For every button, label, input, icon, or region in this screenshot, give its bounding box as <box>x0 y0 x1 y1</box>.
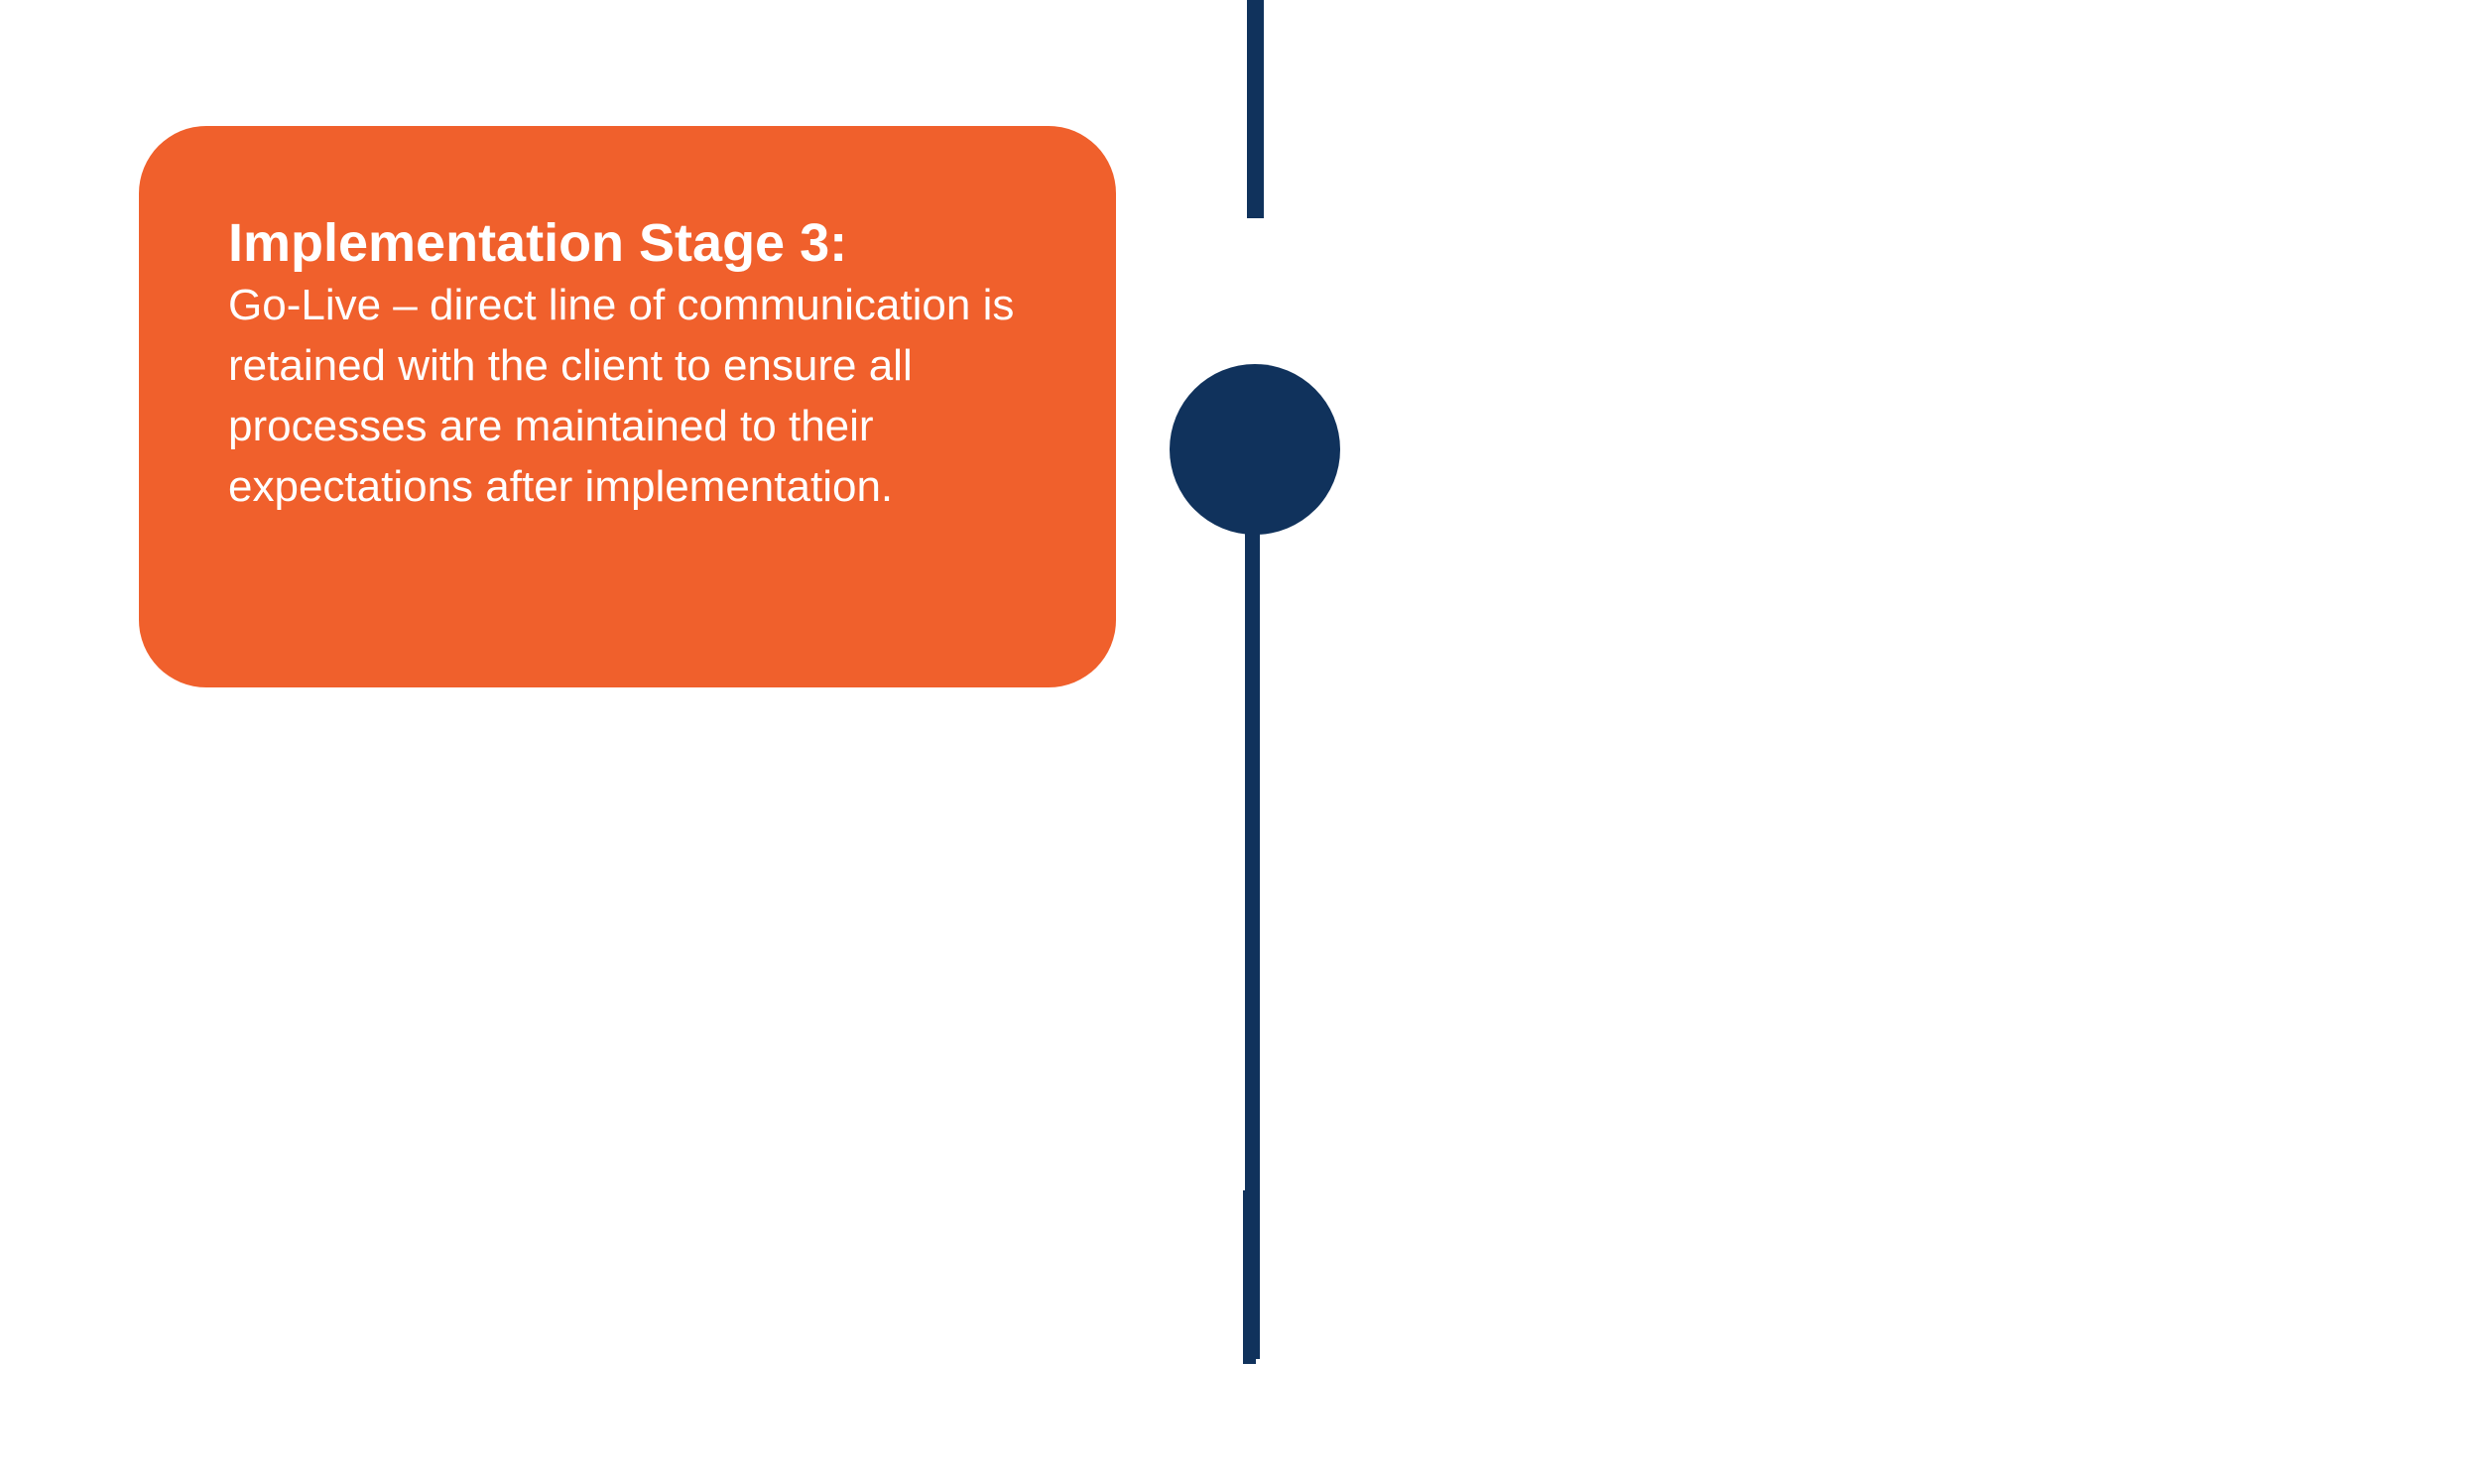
stage-description: Go-Live – direct line of communication i… <box>228 281 1015 511</box>
timeline-line-top <box>1247 0 1264 218</box>
timeline-line-tail <box>1243 1190 1256 1364</box>
timeline-node <box>1170 364 1340 535</box>
timeline-line-bottom <box>1245 526 1260 1359</box>
stage-card: Implementation Stage 3: Go-Live – direct… <box>139 126 1116 687</box>
stage-title: Implementation Stage 3: <box>228 213 848 273</box>
